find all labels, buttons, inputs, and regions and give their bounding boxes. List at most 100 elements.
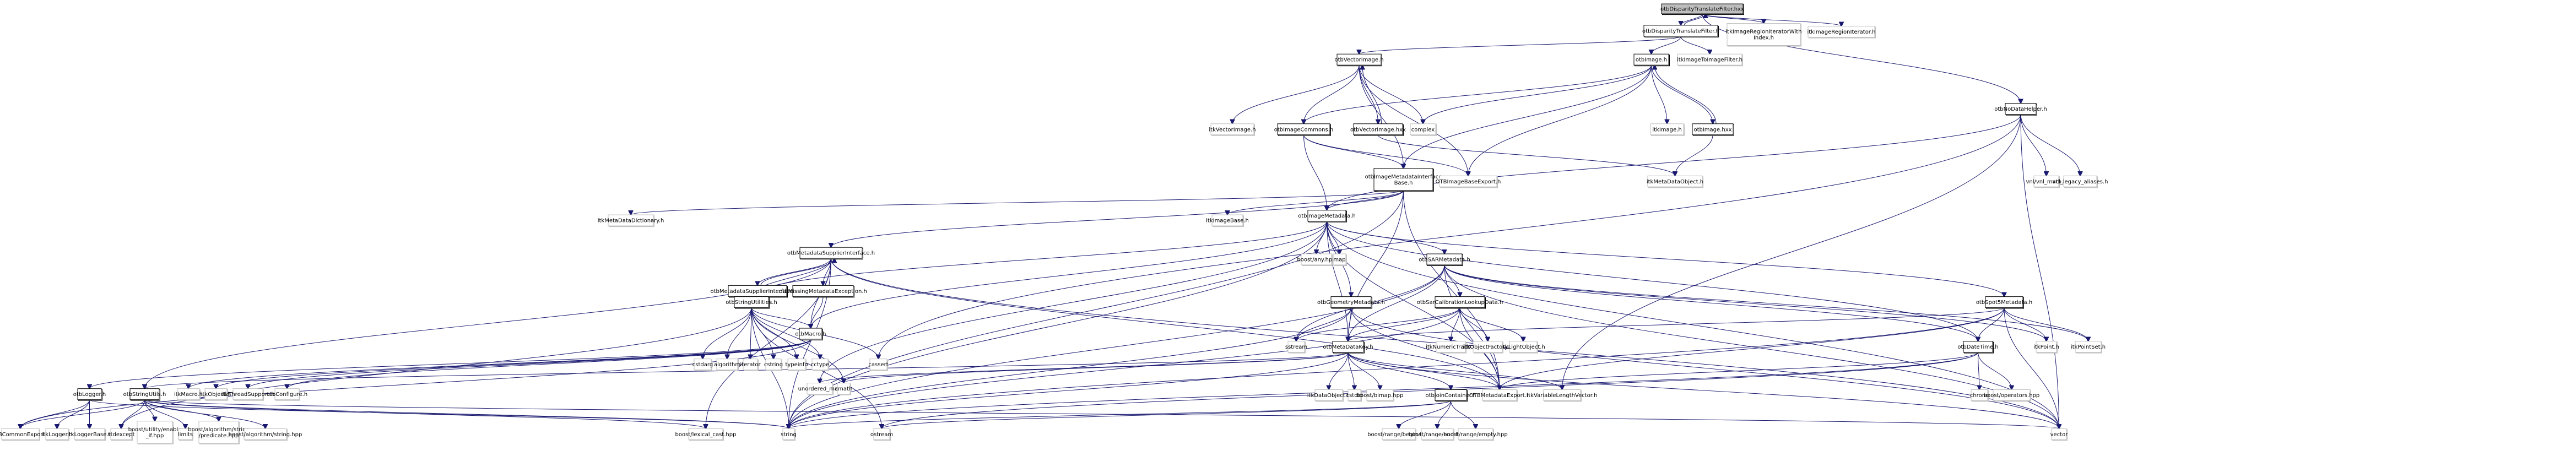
node-otbvectorimage-h[interactable]: otbVectorImage.h — [1334, 53, 1384, 67]
node-iterator: iterator — [740, 359, 761, 371]
node-otbvectorimage-hxx[interactable]: otbVectorImage.hxx — [1350, 123, 1406, 136]
node-otbmacro[interactable]: otbMacro.h — [795, 328, 826, 340]
edge-otbstringutils-to-limits — [144, 399, 186, 429]
node-box — [1458, 428, 1493, 440]
edge-otbmetadatakey-to-string — [789, 352, 1349, 429]
node-label: otbSpot5Metadata.h — [1976, 300, 2032, 306]
edge-dtf_h-to-itki2if — [1680, 36, 1710, 54]
node-itkimage: itkImage.h — [1650, 123, 1685, 136]
node-label: itkImageBase.h — [1206, 218, 1249, 224]
node-label: boost/range/begin.hpp — [1367, 432, 1430, 438]
node-box — [873, 428, 890, 440]
edge-otbvectorimage_hxx-to-otbvectorimage_h — [1362, 65, 1382, 124]
node-otbimage-hxx[interactable]: otbImage.hxx — [1692, 123, 1734, 136]
node-box — [869, 359, 887, 371]
node-box — [799, 328, 822, 340]
node-label: Index.h — [1754, 35, 1774, 41]
node-itkmacro: itkMacro.h — [174, 388, 203, 401]
node-dtf-h[interactable]: otbDisparityTranslateFilter.h — [1642, 25, 1719, 37]
edge-otbimage_hxx-to-itkmetadataobject — [1675, 134, 1713, 176]
node-otbgeometrymetadata[interactable]: otbGeometryMetadata.h — [1317, 296, 1385, 309]
node-otbdatetime[interactable]: otbDateTime.h — [1957, 341, 1999, 354]
edge-otbvectorimage_h-to-otbimagecommons — [1304, 65, 1360, 124]
node-label: itkMetaDataObject.h — [1647, 179, 1703, 185]
node-otbmsi-hxx[interactable]: otbMetadataSupplierInterface.hxx — [710, 285, 805, 298]
node-itkobjectfactory: itkObjectFactory.h — [1463, 341, 1512, 354]
edge-otbmsi-to-otbstringutils — [145, 258, 831, 389]
edge-dtf_h-to-otbimage_h — [1652, 36, 1681, 54]
node-otbspot5metadata[interactable]: otbSpot5Metadata.h — [1976, 296, 2032, 309]
node-box — [1677, 53, 1742, 66]
node-box — [77, 388, 102, 400]
edge-otbdatetime-to-chrono — [1978, 352, 1980, 390]
node-box — [1807, 26, 1875, 38]
node-otbmetadatakey[interactable]: otbMetaDataKey.h — [1323, 341, 1373, 354]
node-label: itkVariableLengthVector.h — [1527, 393, 1598, 399]
node-label: otbImageMetadata.h — [1298, 213, 1356, 219]
node-label: OTBImageBaseExport.h — [1436, 179, 1501, 185]
edge-otbspot5metadata-to-otbdatetime — [1978, 307, 2005, 341]
node-label: itkObject.h — [201, 392, 231, 398]
edge-otbspot5metadata-to-vector — [2004, 307, 2059, 429]
node-label: boost/range/empty.hpp — [1443, 432, 1507, 438]
node-box — [1373, 168, 1433, 191]
edge-otbsarcalib-to-itklightobject — [1459, 307, 1523, 341]
edge-otbimagemetadata-to-otbmetadatakey — [1327, 221, 1349, 341]
edge-otbimagemetadata-to-otbmacro — [811, 221, 1327, 328]
node-label: itkImage.h — [1652, 127, 1681, 133]
node-box — [1287, 341, 1305, 353]
edge-otbstringutils-to-string — [144, 399, 789, 429]
node-otbsarcalib[interactable]: otbSarCalibrationLookupData.h — [1417, 296, 1503, 309]
node-box — [2075, 341, 2102, 353]
node-label: iterator — [740, 362, 761, 368]
edge-root-to-itkiri — [1702, 13, 1842, 26]
node-root[interactable]: otbDisparityTranslateFilter.hxx — [1660, 3, 1744, 15]
node-box — [1727, 23, 1801, 46]
edge-otbmsi-to-string — [789, 258, 831, 428]
node-box — [1210, 123, 1254, 135]
node-box — [1333, 253, 1346, 265]
edge-otbnodatahelper-to-vector — [2020, 114, 2059, 429]
node-label: boost/utility/enable — [128, 427, 182, 433]
edge-otbjoincontainer-to-boost_range_begin — [1399, 400, 1451, 428]
node-label: cstring — [764, 362, 783, 368]
node-stdexcept: stdexcept — [107, 428, 135, 441]
node-otbsarmetadata[interactable]: otbSARMetadata.h — [1419, 253, 1470, 266]
node-box — [198, 421, 239, 444]
node-box — [807, 383, 833, 395]
edge-otbnodatahelper-to-otbimagemetadata — [1327, 114, 2021, 210]
node-itkpointset: itkPointSet.h — [2071, 341, 2106, 354]
node-otbjoincontainer[interactable]: otbJoinContainer.h — [1425, 389, 1476, 402]
node-box — [1963, 341, 1993, 353]
edge-otbsarmetadata-to-otbmetadataexport — [1444, 264, 1500, 389]
node-label: map — [1333, 257, 1345, 263]
edge-otbstringutils-to-vector — [144, 399, 2059, 429]
node-label: limits — [178, 432, 193, 438]
node-itkmetadataobject: itkMetaDataObject.h — [1647, 175, 1703, 188]
node-box — [1277, 123, 1330, 135]
node-map: map — [1333, 253, 1347, 266]
edge-otbstringutilities-to-cmath — [751, 307, 844, 383]
edge-root-to-itkiriwi — [1702, 13, 1764, 23]
node-itkimagebase: itkImageBase.h — [1206, 214, 1249, 227]
node-otbstringutils[interactable]: otbStringUtils.h — [123, 388, 166, 401]
node-otbimagemetadata[interactable]: otbImageMetadata.h — [1298, 210, 1356, 222]
edge-otbstringutilities-to-stdexcept — [121, 307, 752, 429]
node-otbstringutilities[interactable]: otbStringUtilities.h — [726, 296, 777, 309]
node-box — [1353, 123, 1403, 135]
node-otbnodatahelper[interactable]: otbNoDataHelper.h — [1994, 103, 2047, 116]
node-otbimagecommons[interactable]: otbImageCommons.h — [1274, 123, 1333, 136]
node-otbmissingmeta[interactable]: otbMissingMetadataException.h — [779, 285, 867, 298]
node-box — [1993, 389, 2031, 401]
node-vnl-math: vnl/vnl_math.h — [2026, 175, 2067, 188]
node-boost-predicate: boost/algorithm/string/predicate.hpp — [188, 421, 250, 444]
node-label: cassert — [868, 362, 888, 368]
edge-otbspot5metadata-to-otbmetadatakey — [1348, 307, 2005, 341]
node-otbimage-h[interactable]: otbImage.h — [1633, 53, 1670, 67]
edge-otbimagemetadata-to-otbmetadataexport — [1327, 221, 1500, 390]
node-otblogger[interactable]: otbLogger.h — [73, 388, 106, 401]
node-otbmsi[interactable]: otbMetadataSupplierInterface.h — [787, 247, 875, 260]
node-algorithm: algorithm — [714, 359, 740, 371]
edge-otbsarcalib-to-otbmetadatakey — [1348, 307, 1460, 341]
